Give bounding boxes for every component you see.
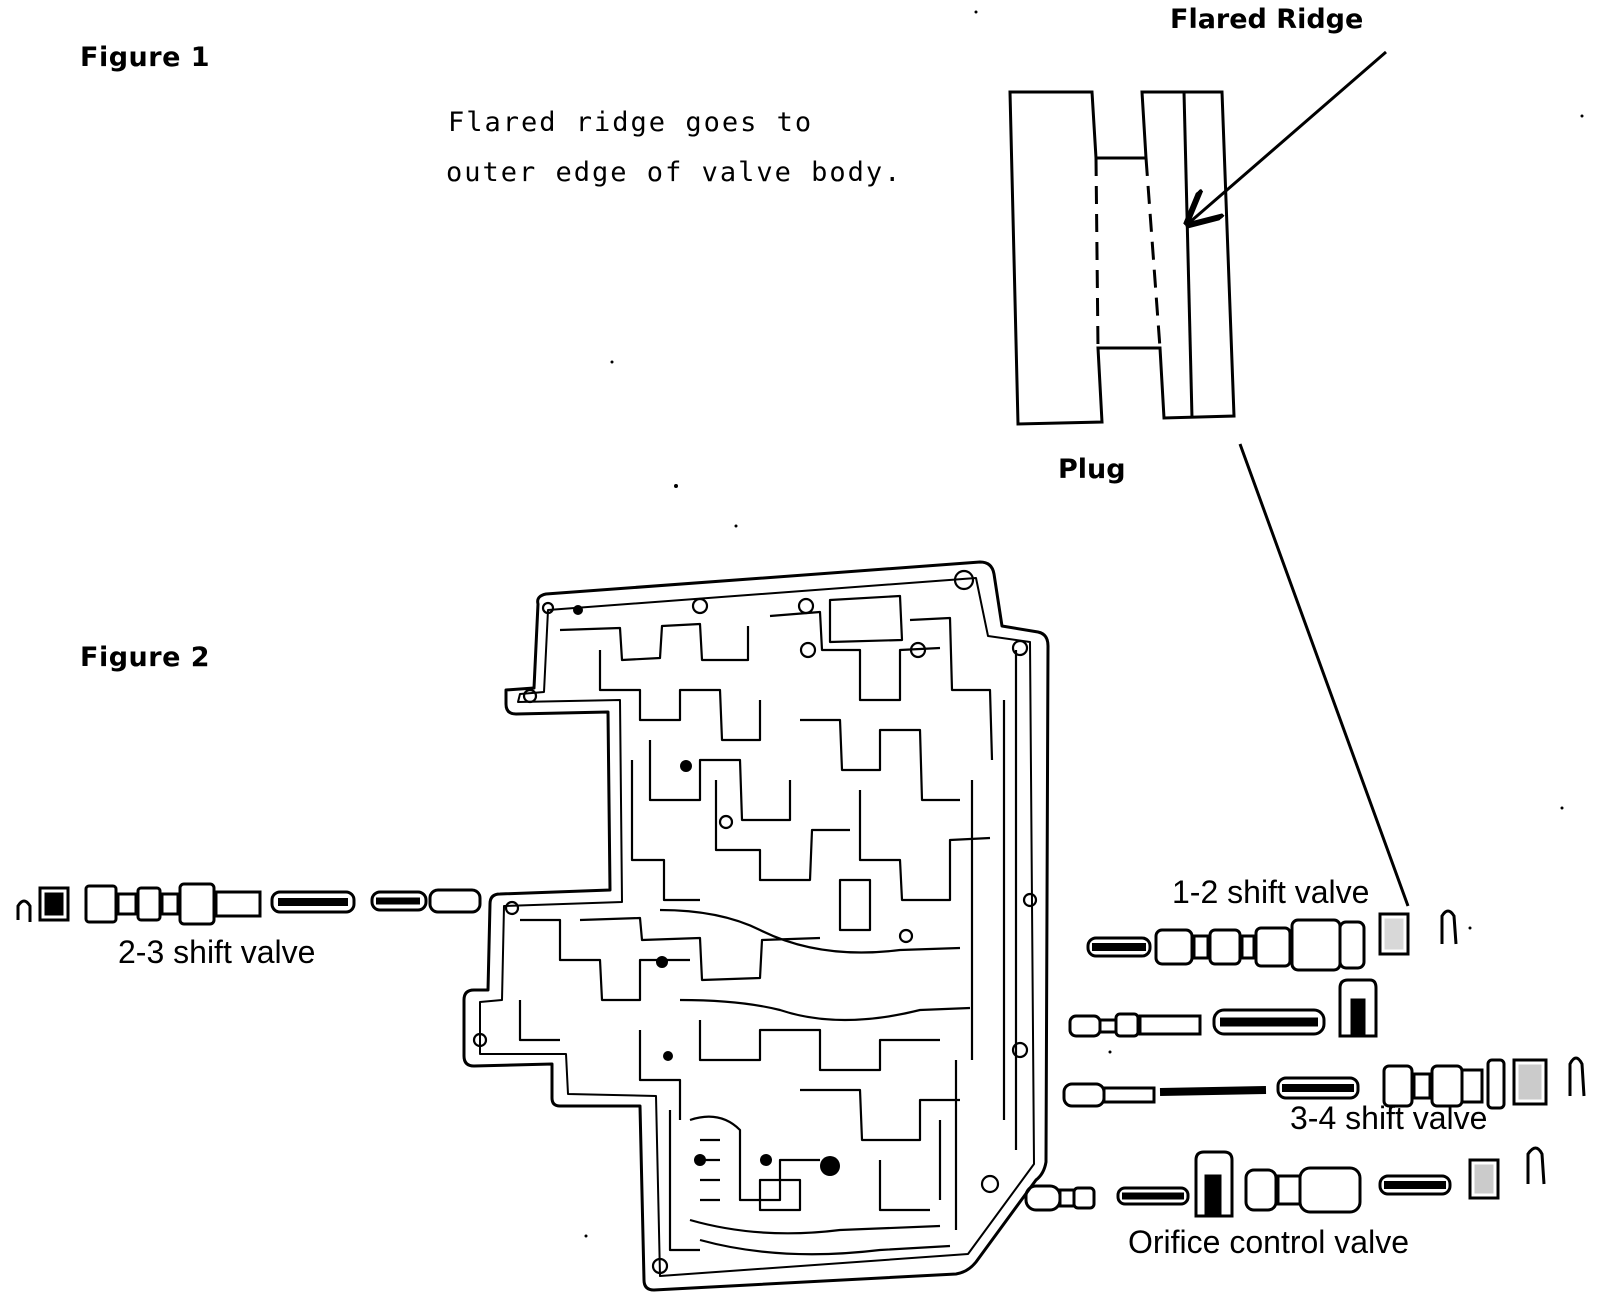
flared-ridge-callout: Flared Ridge <box>1170 4 1364 35</box>
plug-drawing <box>1008 90 1236 426</box>
label-2-3-shift-valve: 2-3 shift valve <box>118 934 316 970</box>
valve-3-4-parts <box>1062 1056 1586 1110</box>
note-line-2: outer edge of valve body. <box>446 157 903 188</box>
figure-2-title: Figure 2 <box>80 642 211 673</box>
flared-ridge-arrow <box>1190 50 1387 222</box>
plug-label: Plug <box>1058 454 1126 485</box>
orifice-control-valve-parts <box>1024 1146 1546 1218</box>
valve-1-2-parts <box>1086 909 1458 972</box>
label-orifice-control-valve: Orifice control valve <box>1128 1224 1409 1260</box>
plug-leader-line <box>1238 443 1410 907</box>
figure-1-title: Figure 1 <box>80 42 211 73</box>
valve-2-3-parts <box>16 882 482 926</box>
valve-body <box>462 560 1050 1292</box>
orifice-row-1 <box>1068 978 1378 1038</box>
label-1-2-shift-valve: 1-2 shift valve <box>1172 874 1370 910</box>
scan-specks <box>584 10 1584 1238</box>
note-line-1: Flared ridge goes to <box>448 107 814 138</box>
